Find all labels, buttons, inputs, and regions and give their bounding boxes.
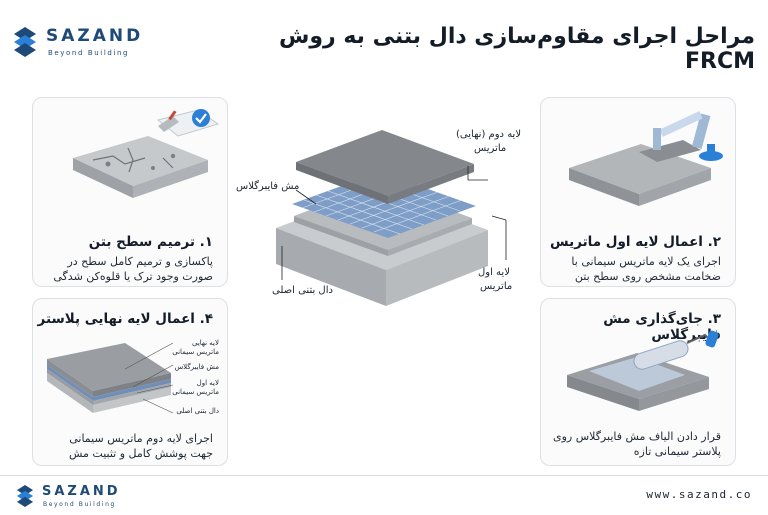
page-title: مراحل اجرای مقاوم‌سازی دال بتنی به روش F… <box>278 24 755 74</box>
label-top-matrix-line-1: لایه دوم (نهایی) <box>456 129 522 140</box>
step-4-label-final-matrix-b: ماتریس سیمانی <box>172 348 219 356</box>
footer: SAZAND Beyond Building www.sazand.co <box>0 475 768 515</box>
step-card-2: ۲. اعمال لایه اول ماتریس اجرای یک لایه م… <box>540 97 736 287</box>
damaged-slab-illustration <box>73 109 220 198</box>
step-2-title: ۲. اعمال لایه اول ماتریس <box>550 234 721 250</box>
robot-matrix-illustration <box>569 111 723 206</box>
mesh-roller-illustration <box>567 330 719 411</box>
sazand-logo-icon <box>16 485 34 507</box>
center-exploded-layers-diagram <box>276 130 507 306</box>
sazand-logo-icon <box>14 27 36 57</box>
step-1-desc-line-1: پاکسازی و ترمیم کامل سطح در <box>67 255 213 268</box>
step-4-title: ۴. اعمال لایه نهایی پلاستر <box>37 311 213 327</box>
step-1-desc-line-2: صورت وجود ترک یا قلوه‌کن شدگی <box>53 270 213 283</box>
footer-brand-name: SAZAND <box>42 484 121 499</box>
label-mesh: مش فایبرگلاس <box>236 181 300 192</box>
label-first-matrix-line-1: لایه اول <box>478 267 510 278</box>
step-3-title: ۳. جای‌گذاری مش فایبرگلاس <box>603 311 721 343</box>
step-2-desc-line-2: ضخامت مشخص روی سطح بتن <box>574 270 721 283</box>
label-base-slab: دال بتنی اصلی <box>272 285 333 296</box>
step-4-label-first-matrix-a: لایه اول <box>196 379 219 387</box>
step-3-desc-line-2: پلاستر سیمانی تازه <box>633 445 721 458</box>
brand-name: SAZAND <box>46 26 144 46</box>
footer-brand-tagline: Beyond Building <box>43 501 116 508</box>
label-first-matrix-line-2: ماتریس <box>480 281 513 292</box>
step-4-desc-line-2: جهت پوشش کامل و تثبیت مش <box>69 447 213 460</box>
header-logo[interactable]: SAZAND Beyond Building <box>10 22 160 66</box>
step-4-label-final-matrix-a: لایه نهایی <box>191 339 219 347</box>
check-icon <box>192 109 210 127</box>
step-card-4: ۴. اعمال لایه نهایی پلاستر لایه نهایی ما… <box>32 298 228 466</box>
step-card-1: ۱. ترمیم سطح بتن پاکسازی و ترمیم کامل سط… <box>32 97 228 287</box>
footer-url-link[interactable]: www.sazand.co <box>646 488 752 501</box>
step-2-desc-line-1: اجرای یک لایه ماتریس سیمانی با <box>571 255 721 268</box>
step-card-3: ۳. جای‌گذاری مش فایبرگلاس قرار دادن الیا… <box>540 298 736 466</box>
step-4-desc-line-1: اجرای لایه دوم ماتریس سیمانی <box>69 432 213 445</box>
base-slab-side <box>386 230 488 306</box>
step-4-label-mesh: مش فایبرگلاس <box>174 363 219 371</box>
step-4-label-first-matrix-b: ماتریس سیمانی <box>172 388 219 396</box>
label-top-matrix-line-2: ماتریس <box>474 143 507 154</box>
step-4-label-base-slab: دال بتنی اصلی <box>176 407 219 415</box>
step-1-title: ۱. ترمیم سطح بتن <box>88 234 213 250</box>
layered-slab-illustration <box>47 342 174 414</box>
top-matrix-top <box>296 130 474 196</box>
base-slab-front <box>276 228 386 306</box>
footer-logo[interactable]: SAZAND Beyond Building <box>14 480 154 512</box>
brand-tagline: Beyond Building <box>48 49 130 57</box>
step-3-desc-line-1: قرار دادن الیاف مش فایبرگلاس روی <box>552 430 721 443</box>
